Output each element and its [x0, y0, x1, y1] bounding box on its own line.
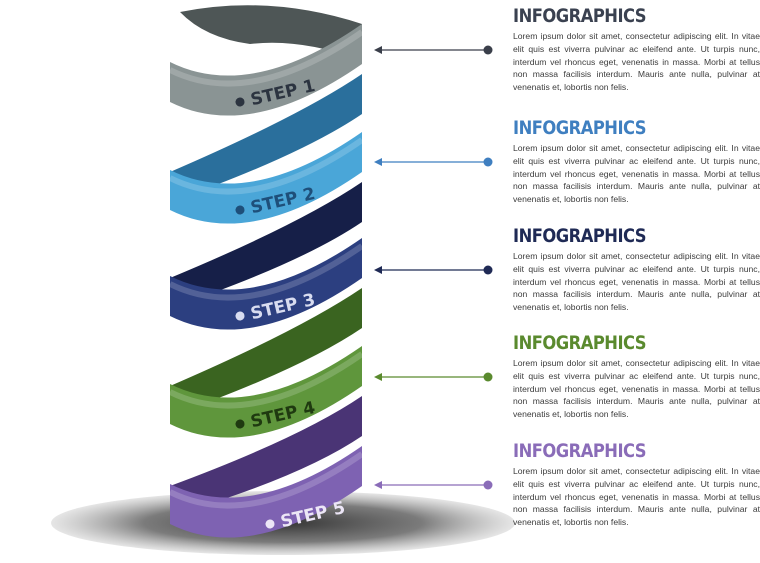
connector-arrowhead-5	[374, 481, 382, 489]
info-title-2: INFOGRAPHICS	[513, 117, 725, 139]
info-block-4: INFOGRAPHICS Lorem ipsum dolor sit amet, …	[513, 332, 760, 421]
connector-arrowhead-2	[374, 158, 382, 166]
connector-arrowhead-4	[374, 373, 382, 381]
info-title-4: INFOGRAPHICS	[513, 332, 725, 354]
info-body-5: Lorem ipsum dolor sit amet, consectetur …	[513, 465, 760, 529]
connector-dot-1	[484, 46, 493, 55]
info-title-3: INFOGRAPHICS	[513, 225, 725, 247]
info-title-5: INFOGRAPHICS	[513, 440, 725, 462]
info-title-1: INFOGRAPHICS	[513, 5, 725, 27]
info-body-4: Lorem ipsum dolor sit amet, consectetur …	[513, 357, 760, 421]
connector-dot-3	[484, 266, 493, 275]
info-block-5: INFOGRAPHICS Lorem ipsum dolor sit amet, …	[513, 440, 760, 529]
info-body-1: Lorem ipsum dolor sit amet, consectetur …	[513, 30, 760, 94]
info-block-1: INFOGRAPHICS Lorem ipsum dolor sit amet, …	[513, 5, 760, 94]
info-body-2: Lorem ipsum dolor sit amet, consectetur …	[513, 142, 760, 206]
connector-dot-4	[484, 373, 493, 382]
connector-dot-2	[484, 158, 493, 167]
info-block-2: INFOGRAPHICS Lorem ipsum dolor sit amet, …	[513, 117, 760, 206]
info-body-3: Lorem ipsum dolor sit amet, consectetur …	[513, 250, 760, 314]
connector-arrowhead-1	[374, 46, 382, 54]
info-block-3: INFOGRAPHICS Lorem ipsum dolor sit amet, …	[513, 225, 760, 314]
connector-dot-5	[484, 481, 493, 490]
connector-arrowhead-3	[374, 266, 382, 274]
